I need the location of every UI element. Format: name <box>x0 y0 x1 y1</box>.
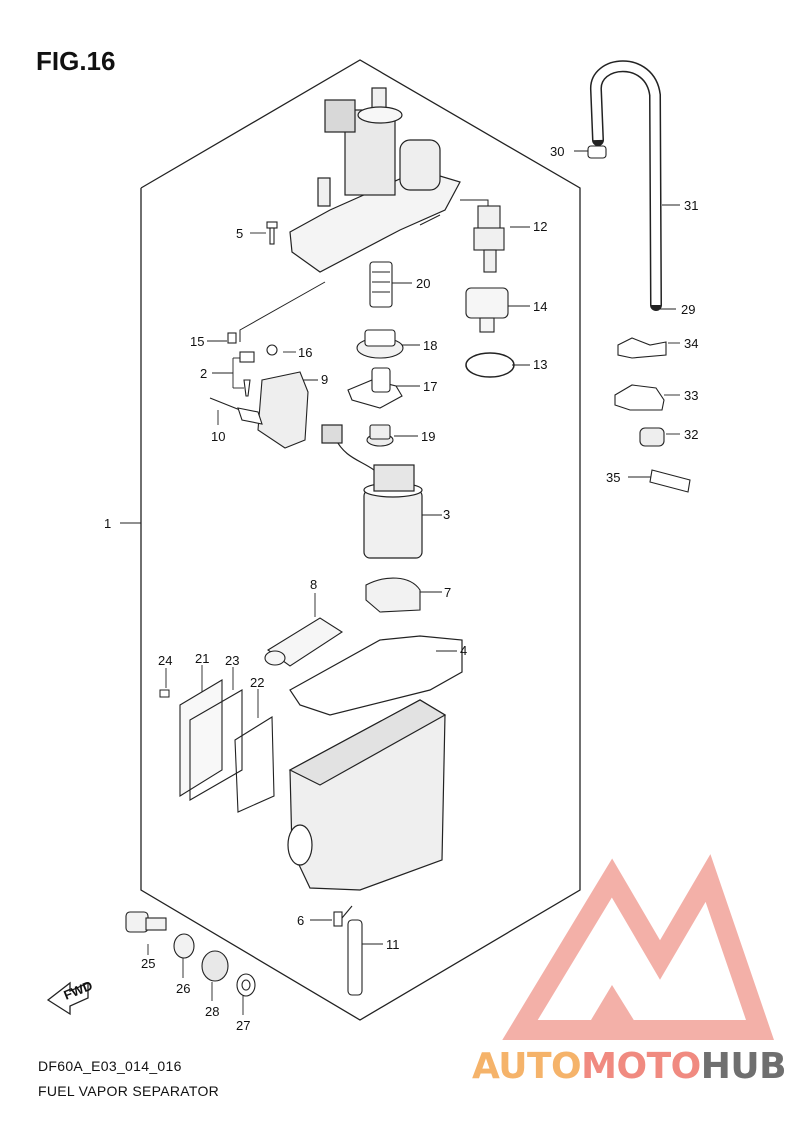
fuel-pump-3 <box>321 424 423 559</box>
screw-5 <box>266 221 278 245</box>
filter-8 <box>264 617 344 667</box>
seat-18 <box>356 329 404 359</box>
collar-26 <box>173 933 195 959</box>
watermark-brand: AUTOMOTOHUB <box>472 1046 787 1087</box>
watermark-logo <box>502 854 774 1040</box>
clip-34 <box>617 337 667 359</box>
callout-23: 23 <box>225 653 239 668</box>
callout-21: 21 <box>195 651 209 666</box>
callout-4: 4 <box>460 643 467 658</box>
grommet-19 <box>366 424 394 447</box>
callout-25: 25 <box>141 956 155 971</box>
callout-29: 29 <box>681 302 695 317</box>
figure-title: FIG.16 <box>36 46 116 76</box>
callout-3: 3 <box>443 507 450 522</box>
callout-28: 28 <box>205 1004 219 1019</box>
callout-17: 17 <box>423 379 437 394</box>
gasket-23 <box>189 689 243 801</box>
callout-2: 2 <box>200 366 207 381</box>
callout-12: 12 <box>533 219 547 234</box>
brand-part-1: AUTO <box>472 1046 582 1087</box>
callout-33: 33 <box>684 388 698 403</box>
bracket-17 <box>347 367 403 409</box>
plate-21 <box>179 679 223 797</box>
callout-16: 16 <box>298 345 312 360</box>
regulator-12 <box>473 205 505 273</box>
callout-22: 22 <box>250 675 264 690</box>
fwd-arrow: FWD <box>46 978 95 1016</box>
filter-20 <box>369 261 393 308</box>
washer-27 <box>236 973 256 997</box>
clip-30 <box>587 145 607 159</box>
callout-35: 35 <box>606 470 620 485</box>
callout-26: 26 <box>176 981 190 996</box>
gasket-22 <box>234 716 275 813</box>
callout-20: 20 <box>416 276 430 291</box>
leader-lines <box>120 150 680 1015</box>
brand-part-2: MOTO <box>581 1046 701 1087</box>
callout-32: 32 <box>684 427 698 442</box>
float-chamber <box>287 699 447 891</box>
model-code: DF60A_E03_014_016 <box>38 1058 182 1074</box>
top-cover-assembly <box>289 87 461 273</box>
diagram-caption: FUEL VAPOR SEPARATOR <box>38 1083 220 1099</box>
callout-9: 9 <box>321 372 328 387</box>
callout-27: 27 <box>236 1018 250 1033</box>
callout-13: 13 <box>533 357 547 372</box>
callout-14: 14 <box>533 299 547 314</box>
screw-15-16 <box>227 332 278 356</box>
cap-14 <box>465 287 509 333</box>
bolt-25 <box>125 911 167 933</box>
callout-31: 31 <box>684 198 698 213</box>
clip-35 <box>649 469 691 493</box>
nipple-2 <box>239 351 255 397</box>
callout-7: 7 <box>444 585 451 600</box>
callout-24: 24 <box>158 653 172 668</box>
callout-1: 1 <box>104 516 111 531</box>
screw-24 <box>159 689 170 698</box>
float-7 <box>365 577 421 613</box>
callout-19: 19 <box>421 429 435 444</box>
brand-part-3: HUB <box>700 1046 787 1087</box>
gasket-4 <box>289 635 463 716</box>
callout-5: 5 <box>236 226 243 241</box>
screw-6 <box>333 905 353 927</box>
callout-30: 30 <box>550 144 564 159</box>
grommet-32 <box>639 427 665 447</box>
callout-8: 8 <box>310 577 317 592</box>
callout-11: 11 <box>386 937 400 952</box>
hose-31 <box>590 60 662 311</box>
callout-6: 6 <box>297 913 304 928</box>
o-ring-13 <box>465 352 515 378</box>
callout-15: 15 <box>190 334 204 349</box>
hose-11 <box>347 919 363 996</box>
callout-10: 10 <box>211 429 225 444</box>
cap-9 <box>257 371 309 449</box>
pin-10 <box>209 397 263 425</box>
bush-28 <box>201 950 229 982</box>
callout-18: 18 <box>423 338 437 353</box>
assembly-outline <box>140 59 581 1021</box>
clip-33 <box>614 384 665 411</box>
callout-34: 34 <box>684 336 698 351</box>
